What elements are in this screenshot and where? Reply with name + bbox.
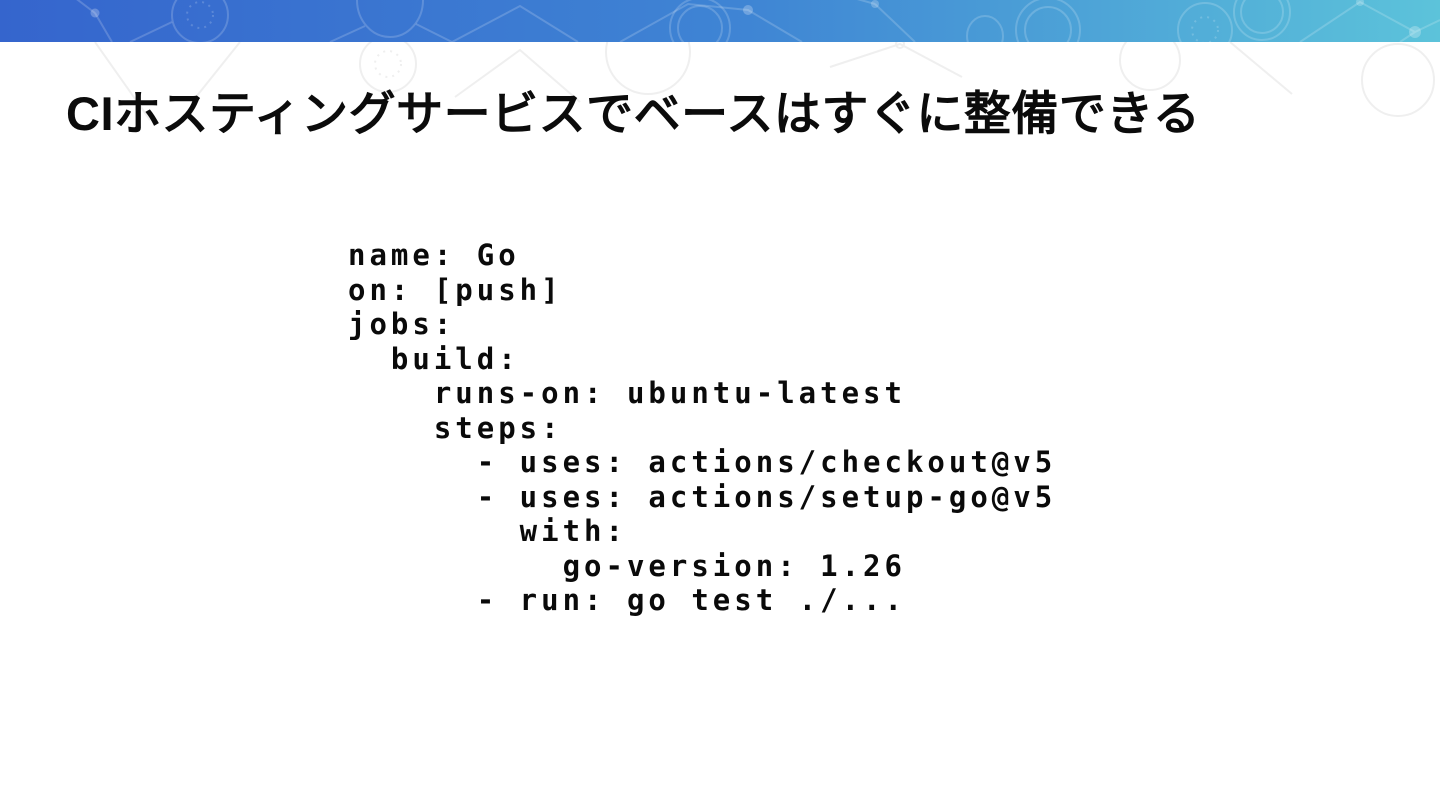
- slide-title: CIホスティングサービスでベースはすぐに整備できる: [66, 87, 1201, 140]
- network-pattern-icon: [76, 0, 1440, 42]
- ci-yaml-code-block: name: Go on: [push] jobs: build: runs-on…: [348, 238, 1057, 617]
- header-band: [0, 0, 1440, 42]
